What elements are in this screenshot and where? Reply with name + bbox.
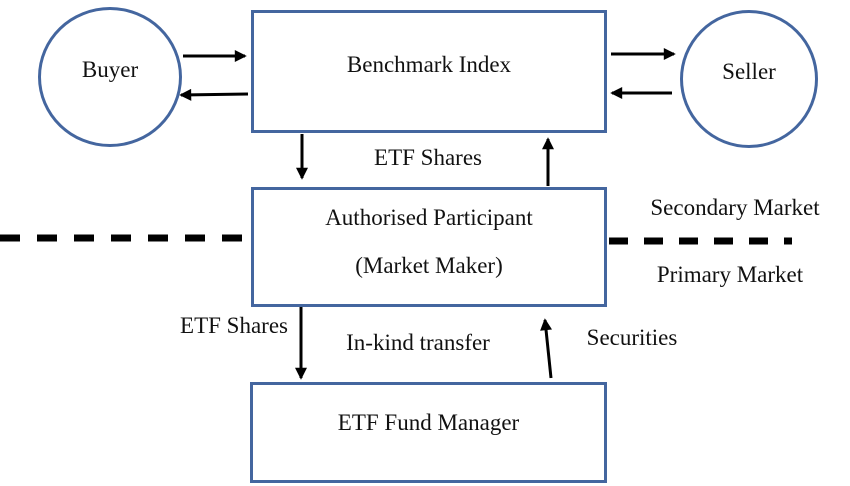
- market-maker-sublabel: (Market Maker): [355, 253, 503, 278]
- authorised-participant-label: Authorised Participant: [325, 205, 533, 230]
- node-benchmark-index: Benchmark Index: [251, 10, 607, 133]
- node-seller: Seller: [680, 10, 818, 148]
- primary-market-label: Primary Market: [656, 262, 804, 287]
- etf-shares-top-label: ETF Shares: [374, 145, 482, 170]
- benchmark-index-label: Benchmark Index: [346, 52, 512, 77]
- seller-label: Seller: [722, 58, 776, 84]
- etf-fund-manager-label: ETF Fund Manager: [337, 410, 520, 435]
- node-authorised-participant: Authorised Participant (Market Maker): [251, 187, 607, 307]
- in-kind-transfer-label: In-kind transfer: [346, 330, 490, 355]
- buyer-label: Buyer: [81, 56, 139, 82]
- node-etf-fund-manager: ETF Fund Manager: [250, 382, 607, 483]
- arrow-benchmark-to-buyer: [179, 88, 249, 101]
- etf-shares-left-label: ETF Shares: [180, 313, 288, 338]
- securities-label: Securities: [586, 325, 678, 350]
- node-buyer: Buyer: [38, 7, 182, 147]
- secondary-market-label: Secondary Market: [650, 195, 820, 220]
- arrow-fund-manager-to-participant: [540, 318, 553, 379]
